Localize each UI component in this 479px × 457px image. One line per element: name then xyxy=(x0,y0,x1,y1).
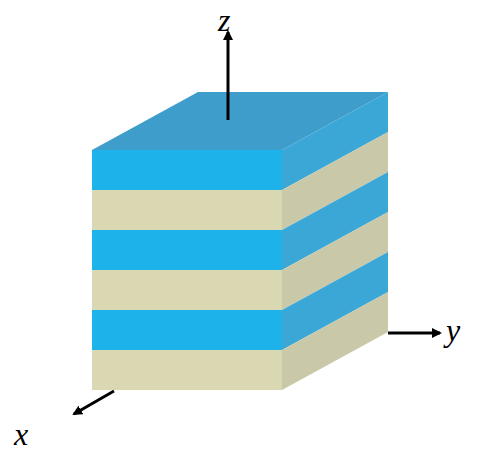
y-axis xyxy=(388,332,440,335)
front-layer xyxy=(92,350,282,390)
axis-label: z xyxy=(218,4,230,36)
z-axis xyxy=(227,32,230,120)
axis-label: y xyxy=(446,314,460,346)
side-layer xyxy=(282,292,388,390)
x-axis xyxy=(74,391,114,414)
axis-label: x xyxy=(14,418,28,450)
front-layer xyxy=(92,150,282,190)
front-layer xyxy=(92,270,282,310)
front-layer xyxy=(92,310,282,350)
front-layer xyxy=(92,190,282,230)
front-layer xyxy=(92,230,282,270)
